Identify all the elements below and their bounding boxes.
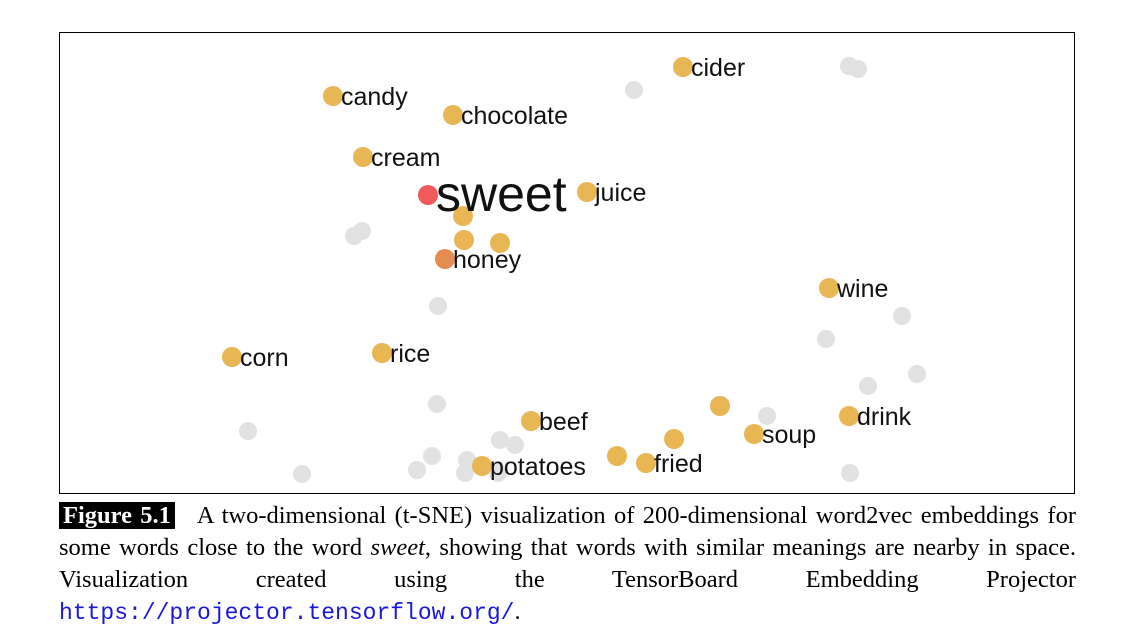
point-corn [222,347,242,367]
tsne-scatter-plot: sweet candy chocolate cider cream juice honey w… [222,54,926,483]
point-potatoes [472,456,492,476]
label-soup: soup [762,421,816,449]
label-wine: wine [836,275,888,303]
caption-text-continued: , showing that words with similar meanin… [59,534,1076,593]
point-background-25 [353,222,371,240]
point-cream [353,147,373,167]
point-highlight-19 [664,429,684,449]
label-honey: honey [453,246,522,274]
point-background-31 [428,395,446,413]
point-background-26 [429,297,447,315]
caption-text: A two-dimensional (t-SNE) visualization … [59,502,1076,561]
point-background-35 [506,436,524,454]
point-background-36 [423,447,441,465]
label-chocolate: chocolate [461,102,568,130]
point-background-42 [841,464,859,482]
label-potatoes: potatoes [490,453,586,481]
figure-label: Figure 5.1 [59,502,175,529]
point-honey [435,249,455,269]
label-beef: beef [539,408,588,436]
point-background-34 [491,431,509,449]
point-wine [819,278,839,298]
point-highlight-16 [454,230,474,250]
point-highlight-17 [490,233,510,253]
point-fried [636,453,656,473]
point-background-38 [408,461,426,479]
caption-emphasis: sweet [370,534,425,561]
label-fried: fried [654,450,703,478]
label-juice: juice [594,179,646,207]
point-rice [372,343,392,363]
point-background-33 [239,422,257,440]
label-sweet: sweet [436,166,567,222]
point-drink [839,406,859,426]
point-highlight-15 [453,206,473,226]
point-cider [673,57,693,77]
point-background-41 [293,465,311,483]
label-drink: drink [857,403,912,431]
point-juice [577,182,597,202]
point-beef [521,411,541,431]
point-background-29 [859,377,877,395]
point-background-32 [758,407,776,425]
point-background-27 [893,307,911,325]
point-highlight-20 [607,446,627,466]
point-background-40 [489,464,507,482]
point-background-21 [625,81,643,99]
point-chocolate [443,105,463,125]
point-highlight-18 [710,396,730,416]
label-corn: corn [240,344,289,372]
label-cider: cider [691,54,745,82]
label-cream: cream [371,144,440,172]
point-background-39 [456,464,474,482]
point-soup [744,424,764,444]
point-background-23 [849,60,867,78]
label-candy: candy [341,83,408,111]
caption-end: . [514,598,521,625]
point-background-28 [817,330,835,348]
label-rice: rice [390,340,430,368]
point-sweet [418,185,438,205]
point-candy [323,86,343,106]
projector-url-link[interactable]: https://projector.tensorflow.org/ [59,600,515,626]
point-background-30 [908,365,926,383]
figure-frame: sweet candy chocolate cider cream juice honey w… [59,32,1075,494]
